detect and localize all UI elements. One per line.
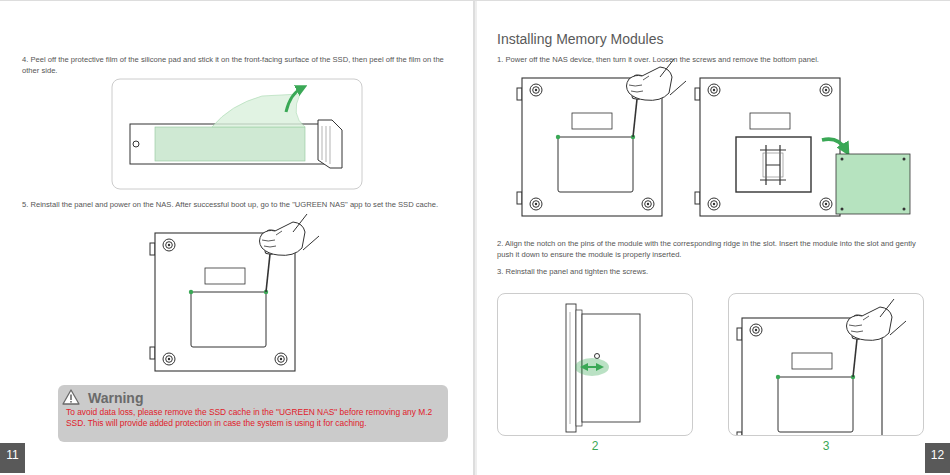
warning-heading: Warning — [66, 390, 440, 407]
step-number: 3 — [729, 439, 923, 455]
warning-box: WarningTo avoid data loss, please remove… — [58, 385, 448, 442]
page-number: 12 — [925, 443, 950, 473]
warning-text: To avoid data loss, please remove the SS… — [66, 407, 440, 430]
page-number: 11 — [0, 443, 25, 473]
section-title: Installing Memory Modules — [497, 29, 664, 49]
warning-triangle — [63, 390, 79, 404]
step-text: 4. Peel off the protective film of the s… — [22, 54, 452, 76]
page-number-text: 11 — [0, 443, 25, 467]
step-text: 1. Power off the NAS device, then turn i… — [497, 54, 929, 65]
step-text: 3. Reinstall the panel and tighten the s… — [497, 266, 929, 277]
step-text: 5. Reinstall the panel and power on the … — [22, 199, 452, 210]
step-text: 2. Align the notch on the pins of the mo… — [497, 238, 929, 260]
step-number: 2 — [498, 439, 692, 455]
page-number-text: 12 — [925, 443, 950, 467]
illustration-box: 3 — [728, 293, 924, 436]
illustration-box: 2 — [497, 293, 693, 436]
